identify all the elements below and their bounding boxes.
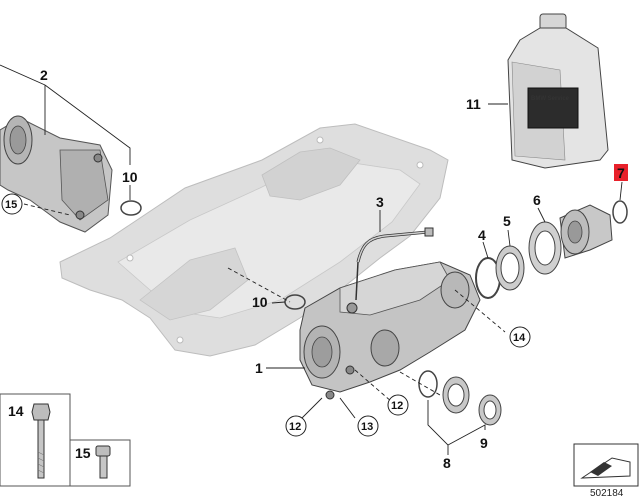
callout-10-upper: 10 [122,169,138,185]
bolt-box-14: 14 [0,393,71,487]
circled-callout-14-right: 14 [509,326,531,348]
bolt-box-15: 15 [69,439,131,487]
callout-9: 9 [480,435,488,451]
o-ring-upper [120,200,142,216]
mounting-bracket [0,115,113,233]
callout-5: 5 [503,213,511,229]
circled-callout-12-right: 12 [387,394,409,416]
seal-rings [475,200,628,299]
callout-7[interactable]: 7 [617,165,625,181]
circled-callout-15-top: 15 [1,193,23,215]
callout-2: 2 [40,67,48,83]
circled-callout-13: 13 [357,415,379,437]
leader-lines [0,64,623,455]
oil-pan [59,123,449,357]
svg-text:12: 12 [391,400,403,412]
callout-4: 4 [478,227,486,243]
callout-11: 11 [466,96,481,112]
circled-callout-12-left: 12 [285,415,307,437]
orientation-icon [573,443,639,487]
callout-10-lower: 10 [252,294,268,310]
vent-line [355,227,434,301]
highlight-box-7 [614,164,628,181]
differential-housing [299,261,481,400]
callout-8: 8 [443,455,451,471]
svg-text:12: 12 [289,421,301,433]
bolt-15-number: 15 [75,445,91,461]
callout-3: 3 [376,194,384,210]
bottle-label-text: BMW Service [531,96,570,102]
svg-text:15: 15 [5,199,17,211]
lower-seals [418,370,502,426]
svg-text:14: 14 [513,332,526,344]
svg-text:13: 13 [361,421,373,433]
callout-1: 1 [255,360,263,376]
diagram-id: 502184 [590,488,624,498]
callout-6: 6 [533,192,541,208]
oil-bottle: BMW Service [507,13,609,169]
bolt-14-number: 14 [8,403,24,419]
